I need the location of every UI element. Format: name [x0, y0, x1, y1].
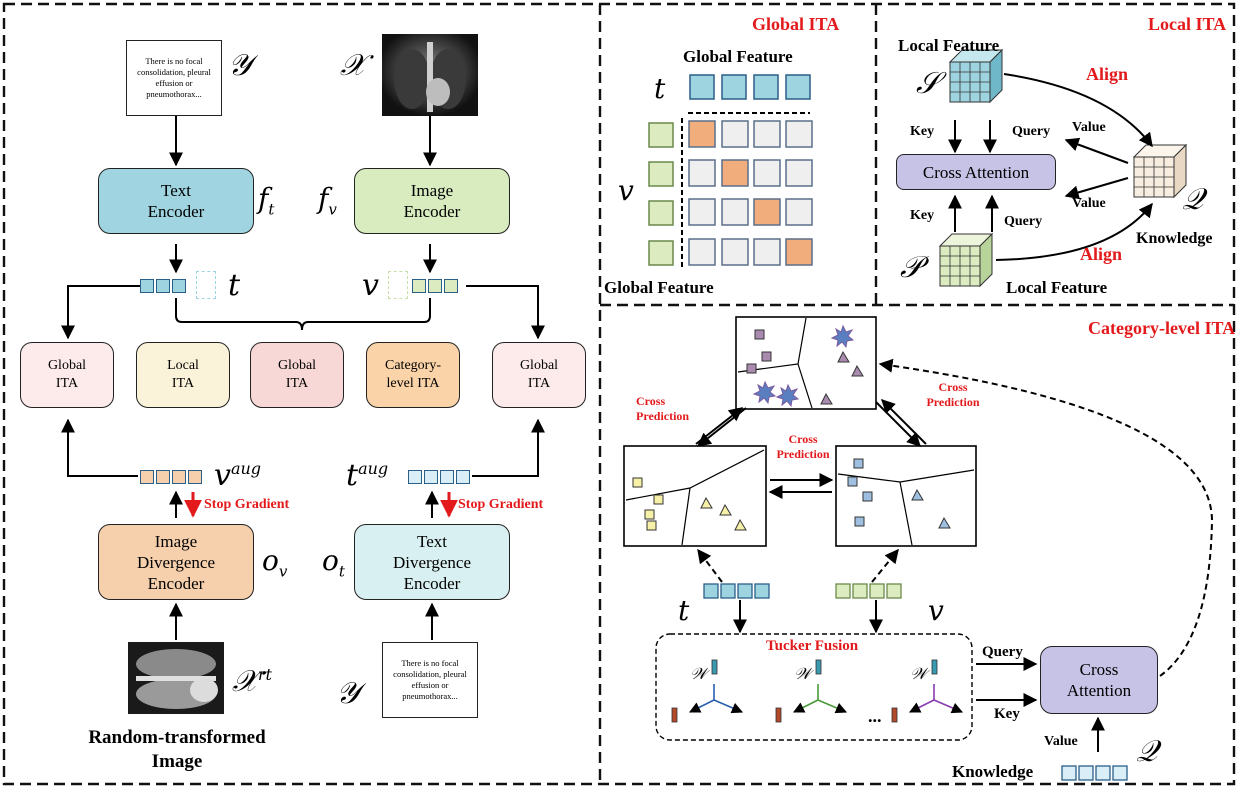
- category-key: Key: [994, 706, 1020, 722]
- text-feature-t: t: [228, 268, 241, 303]
- category-query: Query: [982, 644, 1023, 660]
- w-symbol-3: 𝒲: [910, 664, 927, 683]
- f-t-sub: t: [268, 200, 275, 219]
- text-encoder-symbol: ft: [258, 182, 274, 219]
- local-feature-bottom: Local Feature: [1006, 278, 1108, 297]
- category-cross-attention-label: Cross Attention: [1066, 660, 1132, 700]
- module-global-ita-3: Global ITA: [492, 342, 586, 408]
- local-cross-attention: Cross Attention: [896, 154, 1056, 190]
- cube-p: [938, 232, 994, 288]
- image-feature-v: v: [362, 268, 379, 303]
- global-ita-title: Global ITA: [752, 14, 840, 34]
- o-v-sub: v: [278, 562, 288, 581]
- w-symbol-2: 𝒲: [794, 664, 811, 683]
- image-div-label: Image Divergence Encoder: [136, 531, 216, 593]
- module-label: Global ITA: [519, 358, 559, 391]
- knowledge-local: Knowledge: [1136, 230, 1213, 247]
- local-feature-top: Local Feature: [898, 36, 1000, 55]
- module-global-ita-2: Global ITA: [250, 342, 344, 408]
- category-knowledge: Knowledge: [952, 762, 1034, 781]
- module-label: Category-level ITA: [385, 358, 441, 391]
- image-encoder: Image Encoder: [354, 168, 510, 234]
- category-v-symbol: v: [928, 594, 944, 627]
- o-t-sub: t: [338, 562, 345, 581]
- text-report-input-2: There is no focal consolidation, pleural…: [382, 642, 478, 718]
- text-divergence-encoder: Text Divergence Encoder: [354, 524, 510, 600]
- module-label: Global ITA: [47, 358, 87, 391]
- local-p-symbol: 𝒫: [900, 250, 922, 285]
- image-encoder-symbol: fv: [318, 182, 337, 219]
- module-global-ita-1: Global ITA: [20, 342, 114, 408]
- text-input-2-symbol: 𝒴: [336, 676, 360, 711]
- query-top: Query: [1012, 124, 1051, 139]
- value-bottom: Value: [1072, 196, 1106, 211]
- global-ita-matrix: [648, 74, 813, 266]
- tucker-ellipsis: ...: [868, 706, 882, 726]
- module-local-ita: Local ITA: [136, 342, 230, 408]
- t-aug-base: t: [346, 458, 359, 493]
- f-t-symbol: f: [258, 182, 269, 215]
- global-feature-top: Global Feature: [683, 47, 793, 66]
- category-t-symbol: t: [678, 594, 690, 627]
- random-image-symbol: 𝒳rt: [232, 664, 272, 699]
- stop-gradient-right: Stop Gradient: [458, 497, 544, 512]
- t-aug-symbol: taug: [346, 458, 388, 493]
- random-image-caption: Random-transformed Image: [88, 727, 266, 772]
- module-category-ita: Category-level ITA: [366, 342, 460, 408]
- t-aug-sup: aug: [358, 459, 389, 478]
- stop-gradient-left: Stop Gradient: [204, 497, 290, 512]
- text-encoder: Text Encoder: [98, 168, 254, 234]
- local-ita-title: Local ITA: [1148, 14, 1227, 34]
- tucker-fusion-title: Tucker Fusion: [766, 638, 859, 654]
- cube-q: [1132, 143, 1188, 199]
- text-input-symbol: 𝒴: [228, 48, 252, 83]
- f-v-sub: v: [328, 200, 337, 219]
- f-v-symbol: f: [318, 182, 329, 215]
- local-q-symbol: 𝒬: [1182, 182, 1204, 217]
- o-t-symbol: ot: [322, 544, 345, 581]
- cross-prediction-left: Cross Prediction: [636, 394, 690, 423]
- align-top: Align: [1086, 64, 1129, 84]
- global-t-symbol: t: [654, 72, 666, 105]
- o-v-base: o: [262, 544, 279, 577]
- chest-xray-image: [382, 34, 478, 116]
- v-aug-sup: aug: [230, 459, 262, 478]
- category-cross-attention: Cross Attention: [1040, 646, 1158, 714]
- category-q-symbol: 𝒬: [1136, 734, 1158, 769]
- text-div-label: Text Divergence Encoder: [392, 531, 472, 593]
- category-ita-title: Category-level ITA: [1088, 318, 1236, 338]
- global-v-symbol: v: [618, 174, 634, 207]
- key-top: Key: [910, 124, 935, 139]
- image-input-symbol: 𝒳: [340, 48, 366, 83]
- w-symbol-1: 𝒲: [690, 664, 707, 683]
- align-bottom: Align: [1080, 244, 1123, 264]
- query-bottom: Query: [1004, 214, 1043, 229]
- module-label: Global ITA: [277, 358, 317, 391]
- x-rt-sup: rt: [257, 665, 272, 684]
- text-report-input: There is no focal consolidation, pleural…: [126, 40, 222, 116]
- category-value: Value: [1044, 734, 1078, 749]
- o-t-base: o: [322, 544, 339, 577]
- cube-s: [948, 48, 1004, 104]
- cross-prediction-mid: Cross Prediction: [776, 432, 830, 461]
- value-top: Value: [1072, 120, 1106, 135]
- image-divergence-encoder: Image Divergence Encoder: [98, 524, 254, 600]
- text-encoder-label: Text Encoder: [147, 181, 205, 221]
- v-aug-base: v: [214, 458, 231, 493]
- cross-prediction-right: Cross Prediction: [926, 380, 980, 409]
- o-v-symbol: ov: [262, 544, 287, 581]
- local-s-symbol: 𝒮: [916, 66, 940, 101]
- global-feature-bottom: Global Feature: [604, 278, 714, 297]
- module-label: Local ITA: [167, 358, 199, 391]
- random-transformed-xray: [128, 642, 224, 714]
- x-rt-base: 𝒳: [232, 664, 258, 699]
- v-aug-symbol: vaug: [214, 458, 261, 493]
- image-encoder-label: Image Encoder: [403, 181, 461, 221]
- key-bottom: Key: [910, 208, 935, 223]
